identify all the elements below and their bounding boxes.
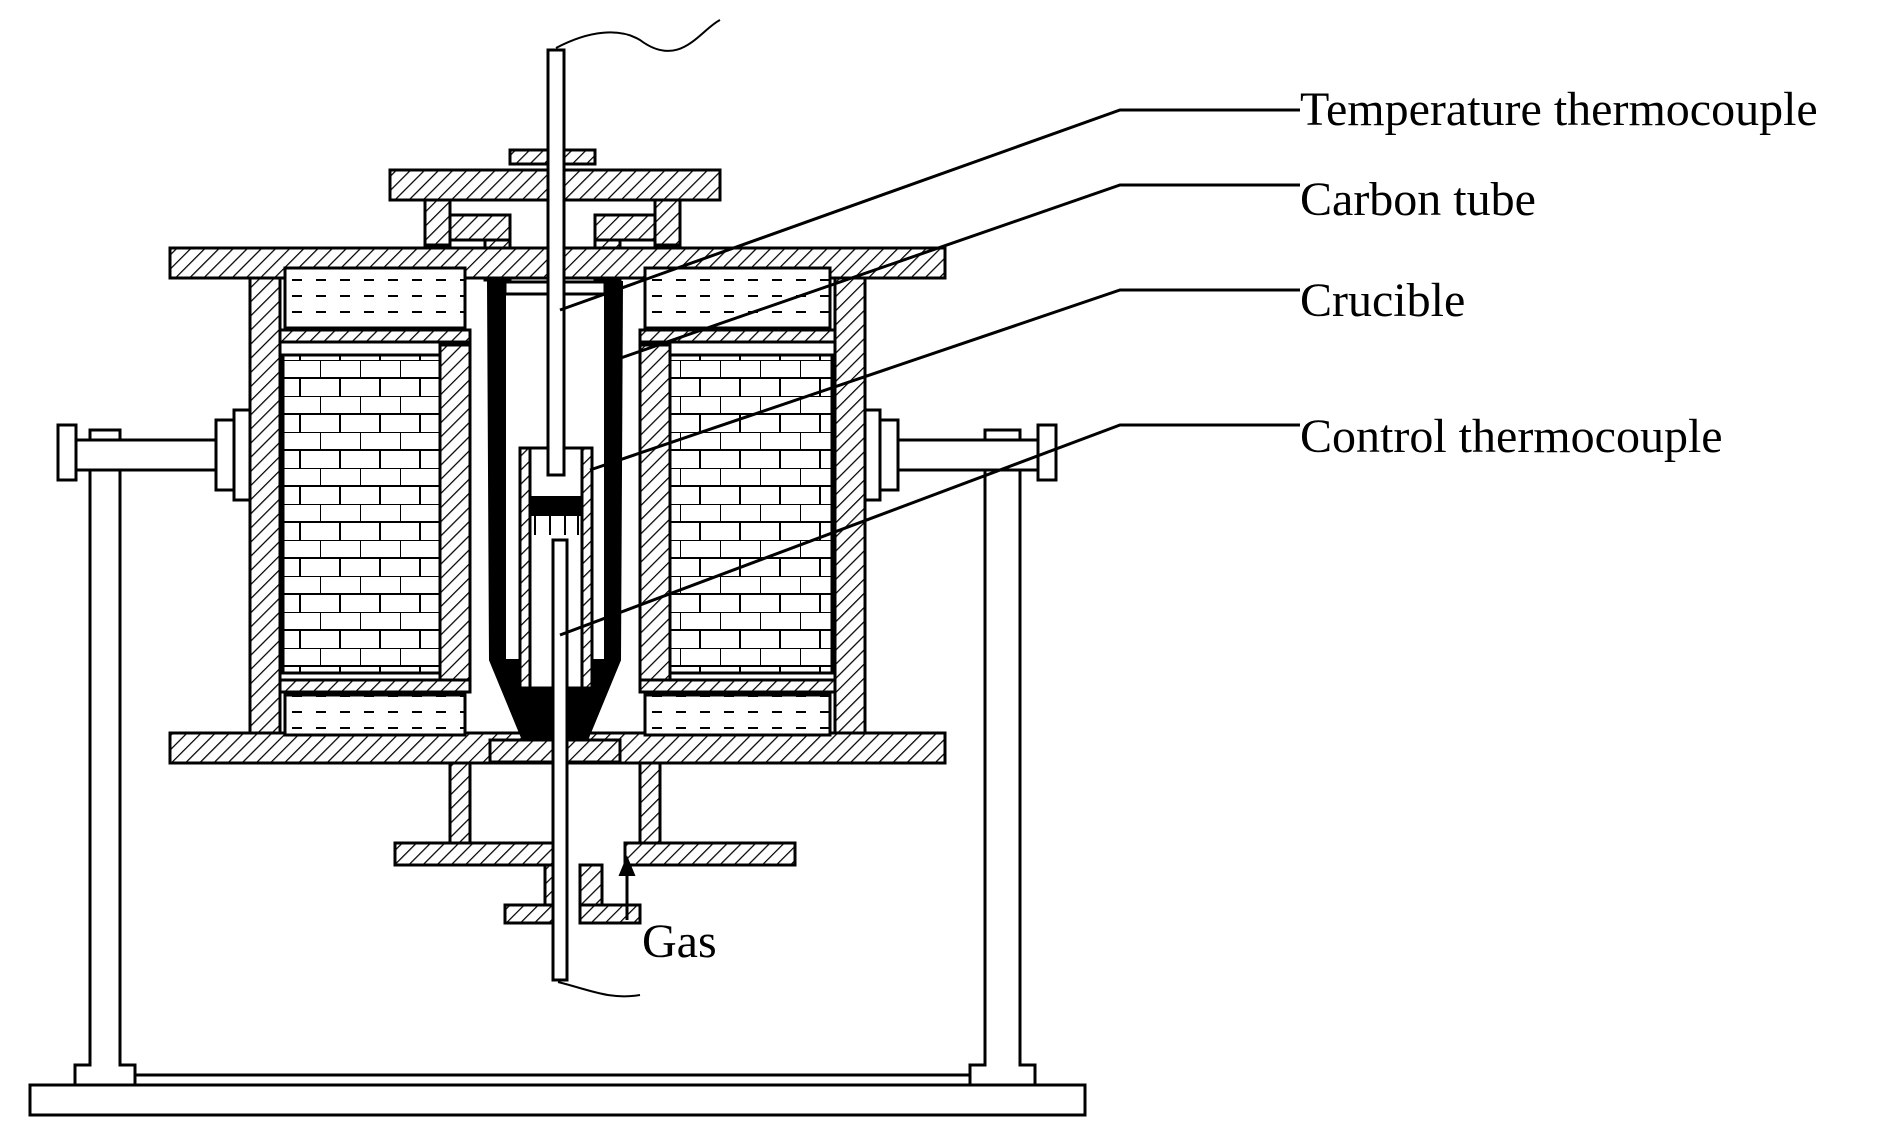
leader-temperature-thermocouple bbox=[559, 108, 1300, 312]
label-crucible: Crucible bbox=[1300, 274, 1466, 327]
label-temperature-thermocouple: Temperature thermocouple bbox=[1300, 83, 1818, 136]
gas-arrow bbox=[618, 855, 636, 920]
leader-control-thermocouple bbox=[559, 423, 1300, 637]
leader-lines bbox=[559, 108, 1300, 637]
thermocouples bbox=[546, 19, 721, 998]
label-carbon-tube: Carbon tube bbox=[1300, 173, 1536, 226]
label-control-thermocouple: Control thermocouple bbox=[1300, 410, 1723, 463]
label-gas: Gas bbox=[642, 915, 717, 968]
insulation-bricks bbox=[281, 353, 834, 675]
leader-carbon-tube bbox=[614, 183, 1300, 362]
cooling-water bbox=[283, 266, 832, 737]
leader-crucible bbox=[589, 288, 1300, 472]
bottom-flange bbox=[393, 738, 797, 925]
